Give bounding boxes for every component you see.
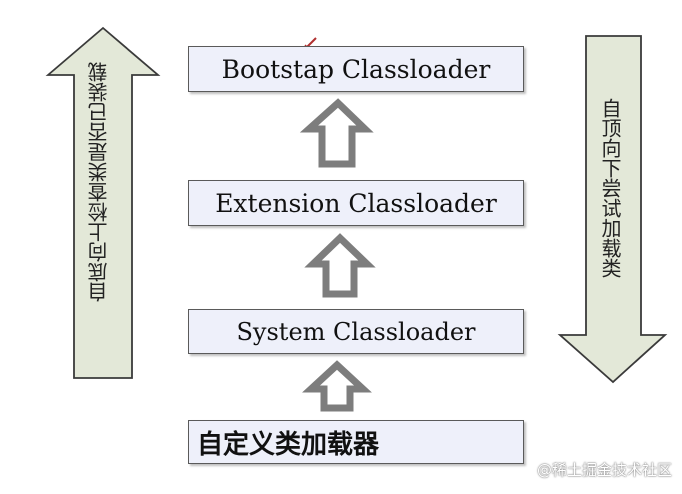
right-arrow-label: 自顶向下尝试加载类 — [598, 98, 622, 278]
right-down-arrow-icon — [557, 35, 668, 384]
connector-extension-system-icon — [304, 233, 376, 298]
bootstrap-classloader-box: Bootstap Classloader — [188, 46, 524, 92]
connector-bootstrap-extension-icon — [299, 98, 374, 168]
bootstrap-classloader-label: Bootstap Classloader — [221, 54, 491, 84]
custom-classloader-label: 自定义类加载器 — [197, 429, 380, 460]
system-classloader-box: System Classloader — [188, 309, 524, 354]
custom-classloader-box: 自定义类加载器 — [188, 420, 524, 464]
extension-classloader-label: Extension Classloader — [215, 188, 497, 218]
system-classloader-label: System Classloader — [236, 317, 476, 346]
watermark: @稀土掘金技术社区 — [536, 461, 672, 479]
connector-system-custom-icon — [302, 360, 372, 412]
left-up-arrow-icon — [45, 26, 161, 379]
extension-classloader-box: Extension Classloader — [188, 180, 524, 226]
left-arrow-label: 自底向上检查类是否已装载 — [87, 62, 111, 302]
